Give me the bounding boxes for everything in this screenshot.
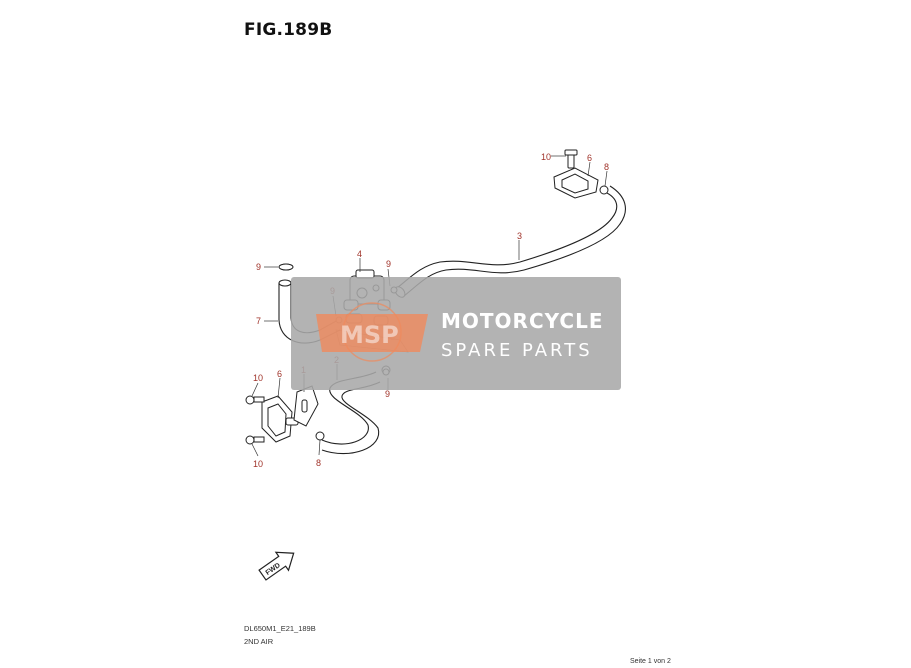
diagram-code: DL650M1_E21_189B <box>244 624 316 633</box>
watermark-line2: SPARE PARTS <box>441 340 593 361</box>
section-name: 2ND AIR <box>244 637 274 646</box>
watermark: MSP MOTORCYCLE SPARE PARTS <box>291 277 621 390</box>
callout-7: 7 <box>256 316 261 326</box>
page-indicator: Seite 1 von 2 <box>630 658 671 665</box>
callout-10-left-top: 10 <box>253 373 263 383</box>
callout-9-left: 9 <box>256 262 261 272</box>
watermark-line1: MOTORCYCLE <box>441 309 603 333</box>
callout-3: 3 <box>517 231 522 241</box>
callout-10-left-bottom: 10 <box>253 459 263 469</box>
watermark-box <box>291 277 621 390</box>
figure-title: FIG.189B <box>244 20 333 40</box>
reed-valve-cover-left <box>245 385 319 445</box>
watermark-logo: MSP <box>316 302 428 362</box>
callout-9-top: 9 <box>386 259 391 269</box>
watermark-logo-text: MSP <box>340 321 399 349</box>
callout-4: 4 <box>357 249 362 259</box>
callout-8-top: 8 <box>604 162 609 172</box>
callout-6-top: 6 <box>587 153 592 163</box>
callout-6-left: 6 <box>277 369 282 379</box>
callout-10-top: 10 <box>541 152 551 162</box>
fwd-arrow-icon: FWD <box>258 551 295 581</box>
reed-valve-cover-top <box>553 149 609 199</box>
callout-8-bottom: 8 <box>316 458 321 468</box>
callout-9-bottom: 9 <box>385 389 390 399</box>
